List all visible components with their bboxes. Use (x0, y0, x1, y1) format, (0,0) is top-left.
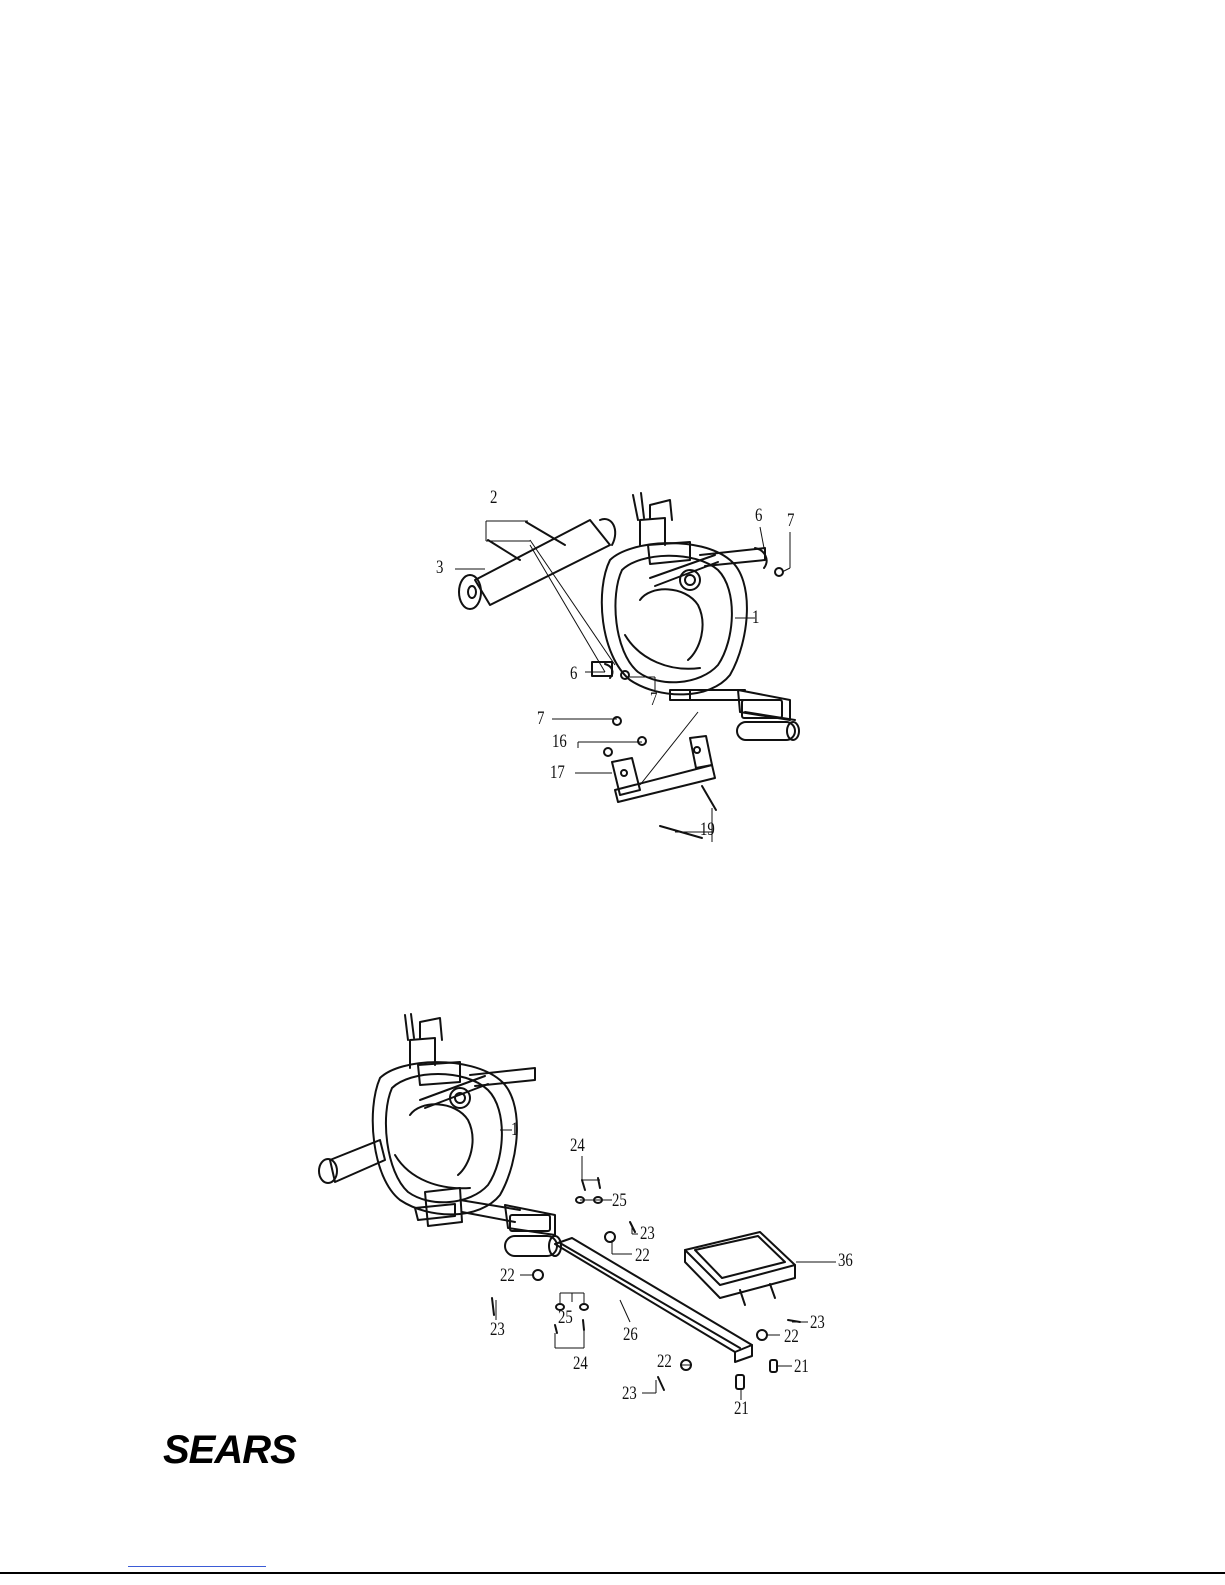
rail-part-26 (555, 1238, 752, 1362)
footer-link-underline[interactable] (128, 1566, 266, 1567)
callout-b24b: 24 (573, 1354, 588, 1373)
washer-25d (580, 1304, 588, 1310)
callout-b25a: 25 (612, 1191, 627, 1210)
logo-text: SEARS (163, 1428, 296, 1473)
bolt-23a (492, 1298, 494, 1315)
sears-logo: SEARS (163, 1428, 313, 1476)
callout-b23b: 23 (490, 1320, 505, 1339)
callout-b21b: 21 (734, 1399, 749, 1418)
bolt-24c (555, 1325, 557, 1333)
callout-b21a: 21 (794, 1357, 809, 1376)
rower-body-part-1-assembled (319, 1014, 561, 1256)
bolt-24d (583, 1320, 584, 1330)
roller-22b (605, 1232, 615, 1242)
callout-b23d: 23 (622, 1384, 637, 1403)
callout-b26: 26 (623, 1325, 638, 1344)
callout-b22a: 22 (635, 1246, 650, 1265)
bolt-23d (658, 1377, 664, 1390)
seat-part-36 (685, 1232, 795, 1305)
callout-b24a: 24 (570, 1136, 585, 1155)
callout-b22d: 22 (657, 1352, 672, 1371)
callout-b23c: 23 (810, 1313, 825, 1332)
callout-b22c: 22 (784, 1327, 799, 1346)
callout-b36: 36 (838, 1251, 853, 1270)
roller-22a (533, 1270, 543, 1280)
callout-b23a: 23 (640, 1224, 655, 1243)
bolt-24a (582, 1180, 585, 1190)
footer-divider (0, 1572, 1225, 1574)
end-cap-21b (736, 1375, 744, 1389)
end-cap-21a (770, 1360, 777, 1372)
callout-b25b: 25 (558, 1308, 573, 1327)
roller-22c (757, 1330, 767, 1340)
callout-b1: 1 (511, 1120, 518, 1139)
callout-b22b: 22 (500, 1266, 515, 1285)
